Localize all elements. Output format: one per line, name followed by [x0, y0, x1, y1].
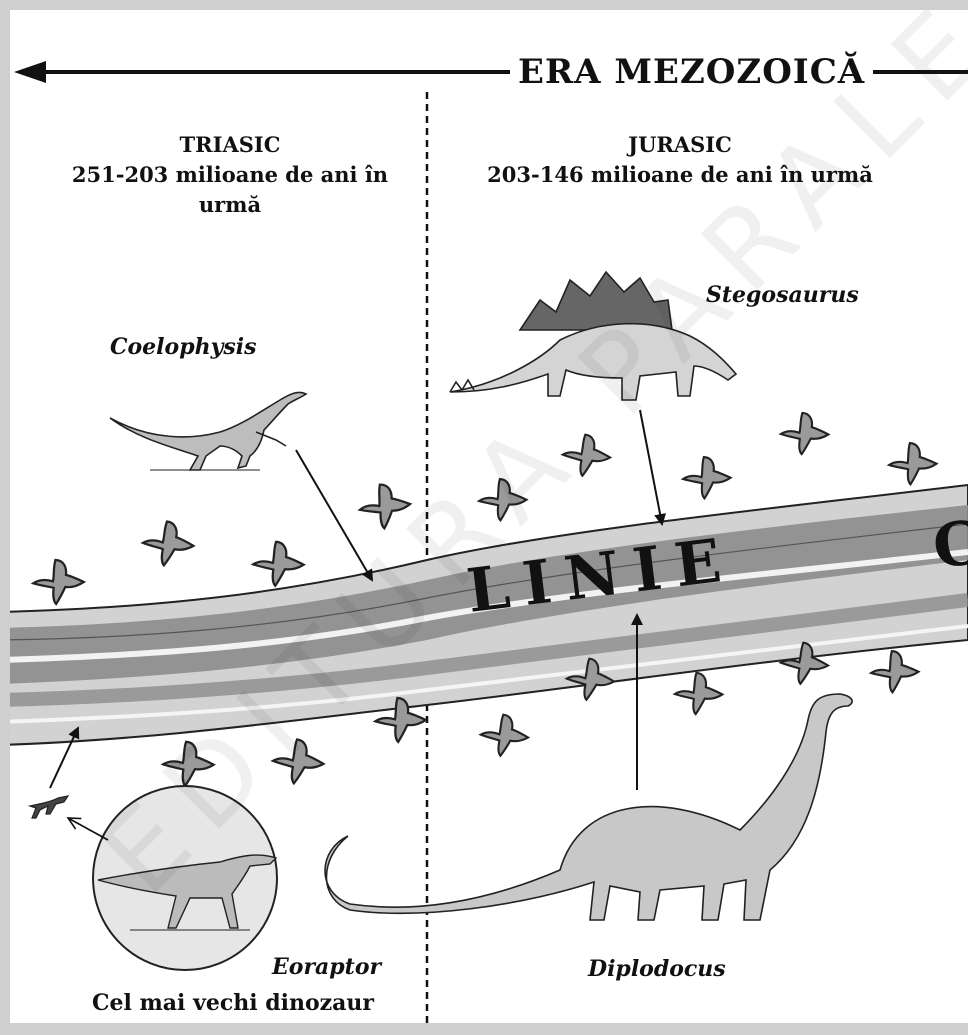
- footprint-icon: [678, 451, 734, 503]
- label-diplodocus: Diplodocus: [588, 956, 726, 982]
- label-stegosaurus: Stegosaurus: [706, 282, 859, 308]
- footprint-icon: [159, 736, 218, 790]
- footprint-icon: [249, 536, 308, 590]
- period-jurasic: JURASIC 203-146 milioane de ani în urmă: [470, 130, 890, 190]
- footprint-icon: [269, 734, 326, 787]
- footprint-icon: [671, 667, 726, 718]
- period-name: TRIASIC: [40, 130, 420, 160]
- footprint-icon: [477, 710, 531, 759]
- footprint-icon: [777, 407, 832, 458]
- arrow-stegosaurus-to-band: [640, 410, 662, 524]
- period-triasic: TRIASIC 251-203 milioane de ani în urmă: [40, 130, 420, 220]
- footprint-icon: [474, 473, 530, 525]
- footprint-icon: [139, 516, 196, 569]
- period-range: 251-203 milioane de ani în urmă: [40, 160, 420, 220]
- footprint-icon: [884, 437, 940, 489]
- footprint-icon: [559, 430, 613, 479]
- footprint-icon: [28, 553, 87, 609]
- footprint-icon: [354, 476, 415, 534]
- stegosaurus-illustration: [450, 272, 736, 400]
- period-name: JURASIC: [470, 130, 890, 160]
- eoraptor-small-illustration: [30, 796, 68, 818]
- coelophysis-illustration: [110, 392, 306, 470]
- arrow-coelophysis-to-band: [296, 450, 372, 580]
- era-arrow-head-left: [14, 61, 46, 83]
- period-range: 203-146 milioane de ani în urmă: [470, 160, 890, 190]
- label-eoraptor-caption: Cel mai vechi dinozaur: [92, 990, 374, 1016]
- eoraptor-circle: [93, 786, 277, 970]
- footprint-icon: [866, 645, 922, 697]
- label-eoraptor: Eoraptor: [272, 954, 381, 980]
- label-coelophysis: Coelophysis: [110, 334, 257, 360]
- era-title: ERA MEZOZOICĂ: [510, 50, 873, 94]
- arrow-circle-to-eoraptor: [68, 818, 108, 840]
